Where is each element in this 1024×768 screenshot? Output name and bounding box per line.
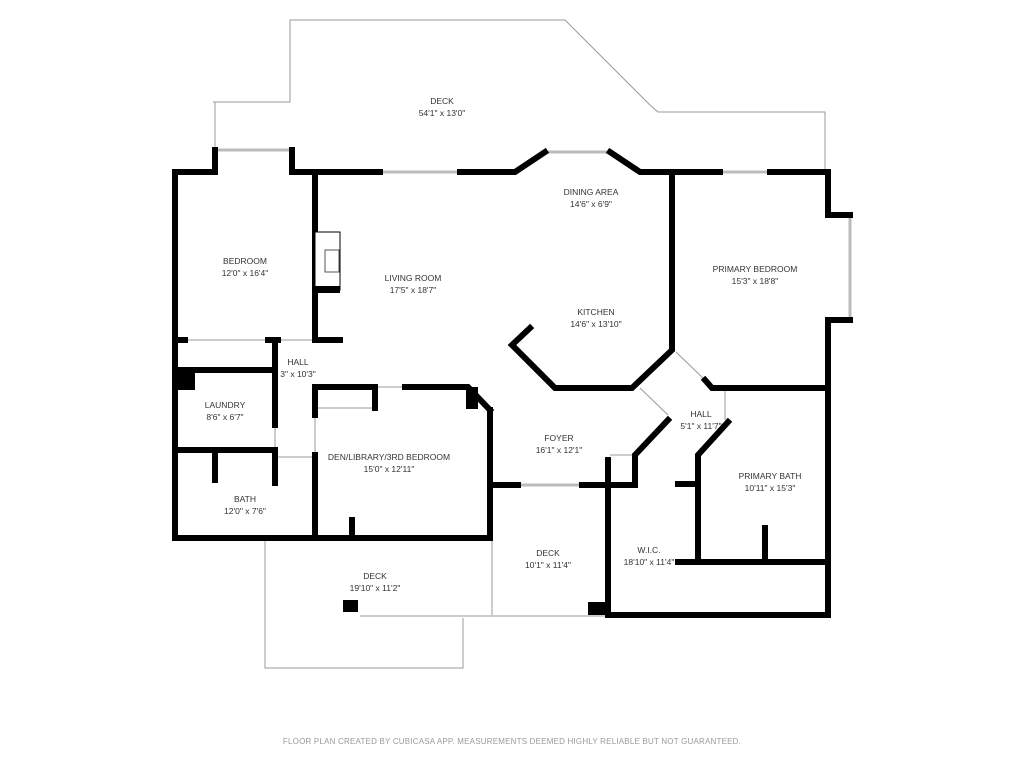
room-size: 17'5" x 18'7" bbox=[389, 285, 437, 295]
room-name: DECK bbox=[536, 548, 560, 558]
room-bedroom: BEDROOM 12'0" x 16'4" bbox=[222, 255, 269, 279]
room-name: W.I.C. bbox=[637, 545, 661, 555]
walls bbox=[172, 147, 853, 618]
room-den: DEN/LIBRARY/3RD BEDROOM 15'0" x 12'11" bbox=[328, 451, 450, 475]
room-size: 14'6" x 6'9" bbox=[570, 199, 612, 209]
room-laundry: LAUNDRY 8'6" x 6'7" bbox=[205, 399, 245, 423]
room-name: HALL bbox=[287, 357, 309, 367]
room-name: PRIMARY BEDROOM bbox=[712, 264, 798, 274]
room-primary-bedroom: PRIMARY BEDROOM 15'3" x 18'8" bbox=[713, 263, 798, 287]
room-hall-left: HALL 3" x 10'3" bbox=[280, 356, 316, 380]
room-bath: BATH 12'0" x 7'6" bbox=[224, 493, 266, 517]
room-size: 19'10" x 11'2" bbox=[349, 583, 401, 593]
room-name: DECK bbox=[363, 571, 387, 581]
room-size: 18'10" x 11'4" bbox=[623, 557, 675, 567]
room-size: 12'0" x 7'6" bbox=[224, 506, 266, 516]
room-name: HALL bbox=[690, 409, 712, 419]
room-name: BEDROOM bbox=[223, 256, 267, 266]
room-size: 14'6" x 13'10" bbox=[570, 319, 622, 329]
room-dining: DINING AREA 14'6" x 6'9" bbox=[564, 186, 619, 210]
room-size: 12'0" x 16'4" bbox=[221, 268, 269, 278]
room-primary-bath: PRIMARY BATH 10'11" x 15'3" bbox=[739, 470, 802, 494]
room-size: 54'1" x 13'0" bbox=[418, 108, 466, 118]
room-name: DEN/LIBRARY/3RD BEDROOM bbox=[327, 452, 451, 462]
room-deck-mid: DECK 10'1" x 11'4" bbox=[525, 547, 571, 571]
room-size: 15'0" x 12'11" bbox=[363, 464, 415, 474]
fixtures bbox=[175, 231, 608, 615]
room-living: LIVING ROOM 17'5" x 18'7" bbox=[385, 272, 442, 296]
room-kitchen: KITCHEN 14'6" x 13'10" bbox=[570, 306, 621, 330]
room-deck-top: DECK 54'1" x 13'0" bbox=[419, 95, 466, 119]
deck-outlines bbox=[213, 19, 826, 669]
room-name: DECK bbox=[430, 96, 454, 106]
room-name: LIVING ROOM bbox=[384, 273, 442, 283]
room-wic: W.I.C. 18'10" x 11'4" bbox=[624, 544, 675, 568]
room-size: 16'1" x 12'1" bbox=[535, 445, 583, 455]
room-name: DINING AREA bbox=[563, 187, 619, 197]
room-hall-right: HALL 5'1" x 11'7" bbox=[680, 408, 721, 432]
room-name: LAUNDRY bbox=[204, 400, 246, 410]
room-size: 3" x 10'3" bbox=[280, 369, 316, 379]
room-name: PRIMARY BATH bbox=[738, 471, 802, 481]
footer-disclaimer: FLOOR PLAN CREATED BY CUBICASA APP. MEAS… bbox=[282, 737, 742, 746]
room-size: 10'11" x 15'3" bbox=[744, 483, 796, 493]
room-size: 8'6" x 6'7" bbox=[206, 412, 244, 422]
room-name: KITCHEN bbox=[577, 307, 615, 317]
room-size: 5'1" x 11'7" bbox=[680, 421, 722, 431]
room-foyer: FOYER 16'1" x 12'1" bbox=[536, 432, 583, 456]
room-size: 10'1" x 11'4" bbox=[525, 560, 571, 570]
room-size: 15'3" x 18'8" bbox=[731, 276, 779, 286]
room-name: FOYER bbox=[544, 433, 574, 443]
room-name: BATH bbox=[233, 494, 257, 504]
room-deck-bottom: DECK 19'10" x 11'2" bbox=[350, 570, 401, 594]
